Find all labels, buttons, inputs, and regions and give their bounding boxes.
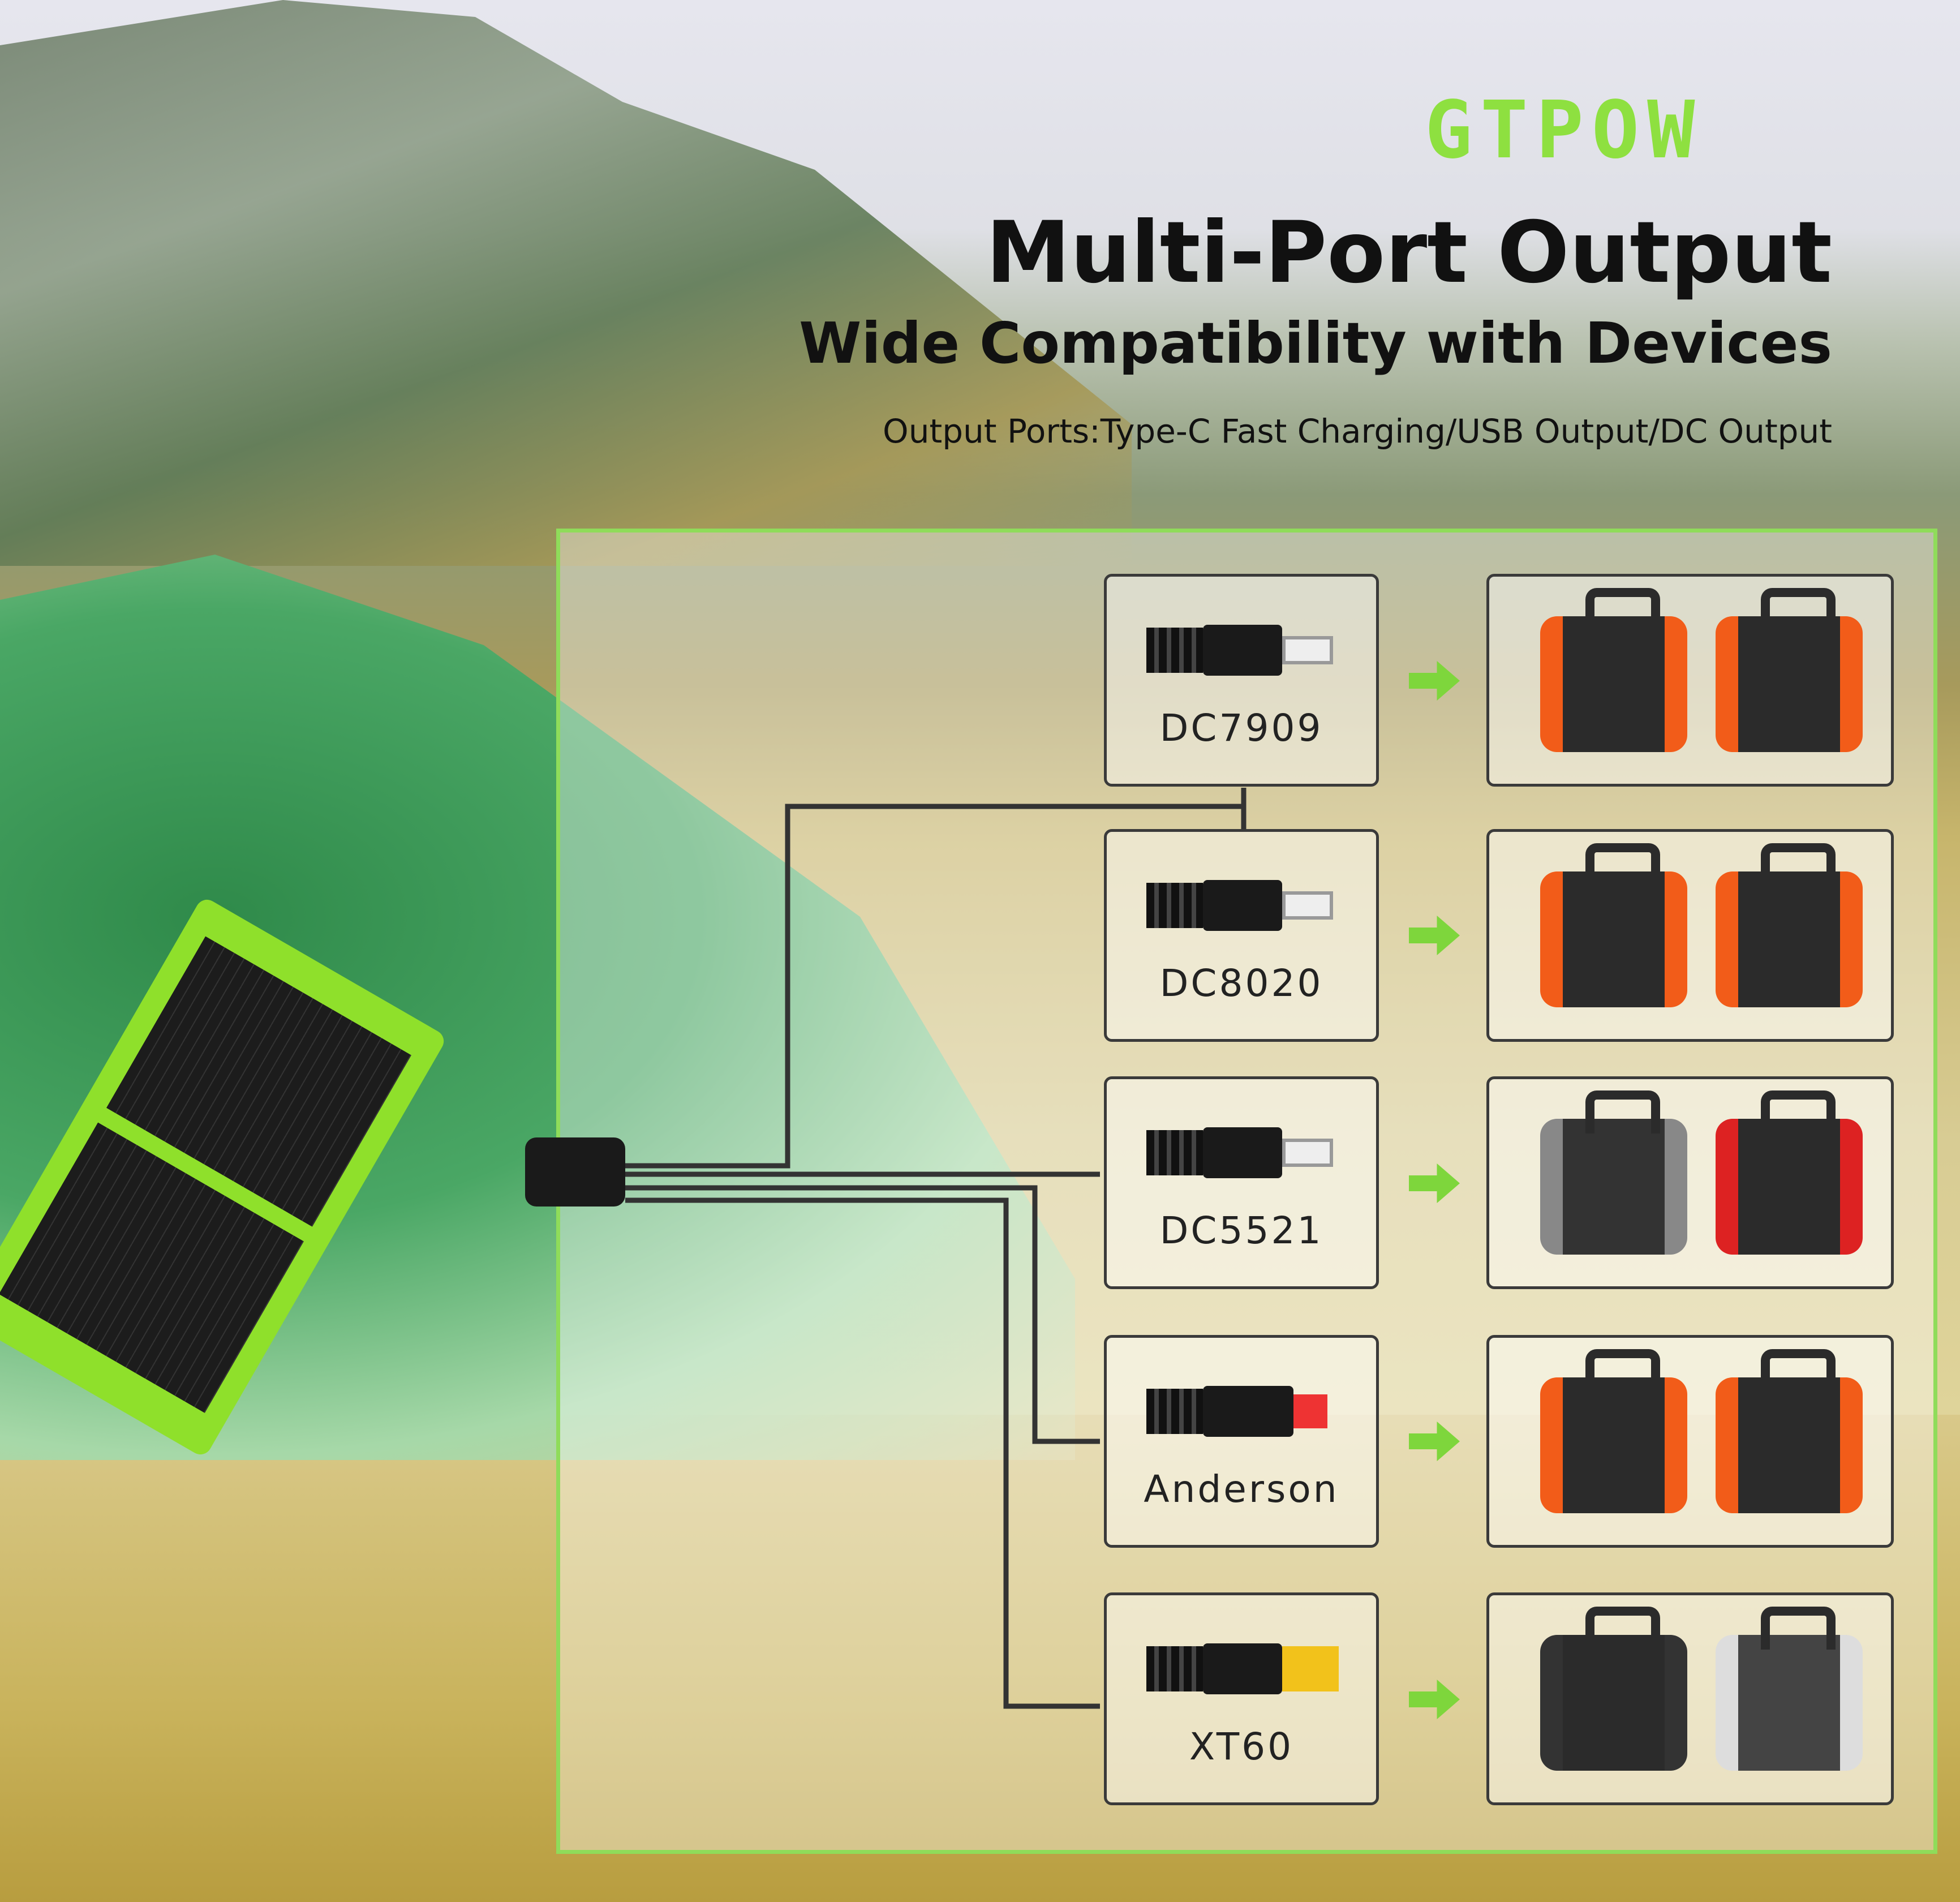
logo-text: GTPOW bbox=[1425, 84, 1703, 177]
power-station-icon bbox=[1716, 588, 1863, 752]
connector-box-xt60: XT60 bbox=[1104, 1592, 1379, 1805]
connector-box-dc5521: DC5521 bbox=[1104, 1076, 1379, 1289]
power-station-icon bbox=[1716, 1349, 1863, 1513]
connector-box-dc7909: DC7909 bbox=[1104, 574, 1379, 787]
compatibility-panel bbox=[556, 529, 1937, 1854]
power-station-icon bbox=[1540, 588, 1687, 752]
power-station-icon bbox=[1540, 1607, 1687, 1771]
power-station-icon bbox=[1716, 1607, 1863, 1771]
connector-label: DC8020 bbox=[1159, 961, 1323, 1005]
device-box-dc8020 bbox=[1486, 829, 1894, 1042]
cable-xt60 bbox=[625, 1197, 1100, 1709]
cable-dc7909-dc8020 bbox=[625, 788, 1247, 1169]
cable-anderson bbox=[625, 1185, 1100, 1444]
power-station-icon bbox=[1716, 1090, 1863, 1255]
device-box-dc5521 bbox=[1486, 1076, 1894, 1289]
anderson-plug-icon bbox=[1146, 1383, 1339, 1440]
power-station-icon bbox=[1540, 1090, 1687, 1255]
connector-label: DC5521 bbox=[1159, 1209, 1323, 1252]
dc7909-plug-icon bbox=[1146, 622, 1339, 679]
device-box-dc7909 bbox=[1486, 574, 1894, 787]
cable-hub bbox=[525, 1137, 625, 1207]
dc8020-plug-icon bbox=[1146, 877, 1339, 934]
connector-label: Anderson bbox=[1144, 1467, 1339, 1511]
power-station-icon bbox=[1716, 843, 1863, 1007]
dc5521-plug-icon bbox=[1146, 1124, 1339, 1181]
page-title: Multi-Port Output bbox=[986, 204, 1832, 302]
connector-label: DC7909 bbox=[1159, 706, 1323, 750]
device-box-anderson bbox=[1486, 1335, 1894, 1548]
connector-box-dc8020: DC8020 bbox=[1104, 829, 1379, 1042]
connector-label: XT60 bbox=[1189, 1725, 1294, 1768]
xt60-plug-icon bbox=[1146, 1641, 1339, 1697]
output-ports-text: Output Ports:Type-C Fast Charging/USB Ou… bbox=[883, 412, 1832, 450]
connector-box-anderson: Anderson bbox=[1104, 1335, 1379, 1548]
brand-logo: GTPOW bbox=[1425, 84, 1703, 177]
power-station-icon bbox=[1540, 843, 1687, 1007]
page-subtitle: Wide Compatibility with Devices bbox=[799, 310, 1832, 376]
device-box-xt60 bbox=[1486, 1592, 1894, 1805]
power-station-icon bbox=[1540, 1349, 1687, 1513]
